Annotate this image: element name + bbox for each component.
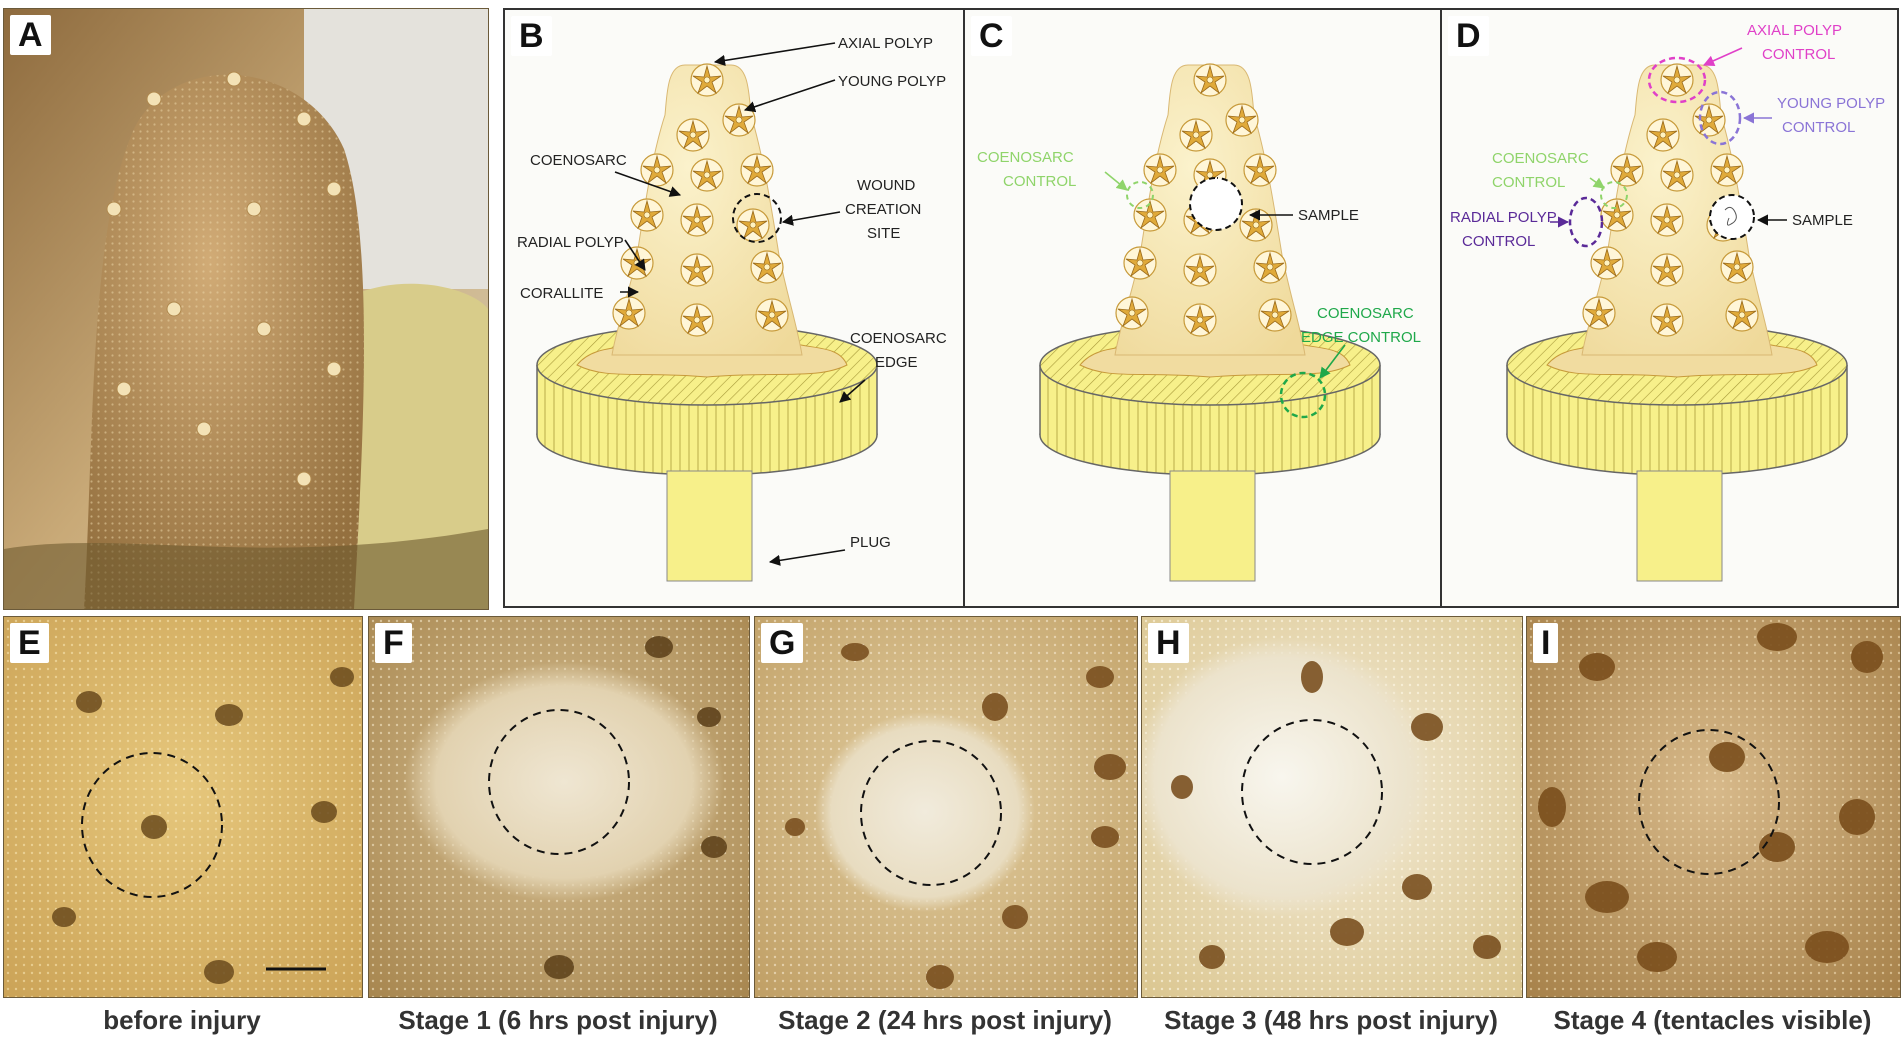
label-young-polyp: YOUNG POLYP (838, 73, 946, 90)
label-coenosarc-edge-line1: COENOSARC (850, 330, 947, 347)
coral-closeup-stage-2 (755, 617, 1137, 997)
label-corallite: CORALLITE (520, 285, 603, 302)
label-edge-control-line1: COENOSARC (1317, 305, 1414, 322)
label-axial-control-line1: AXIAL POLYP (1747, 22, 1842, 39)
caption-e: before injury (103, 1005, 261, 1035)
caption-g: Stage 2 (24 hrs post injury) (778, 1005, 1112, 1035)
panel-g-photo: G (754, 616, 1138, 998)
panel-a-photo: A (3, 8, 489, 610)
label-coenosarc: COENOSARC (530, 152, 627, 169)
label-radial-polyp: RADIAL POLYP (517, 234, 624, 251)
label-radial-control-line2: CONTROL (1462, 233, 1535, 250)
panel-h-photo: H (1141, 616, 1523, 998)
panel-e-photo: E (3, 616, 363, 998)
coral-closeup-stage-1 (369, 617, 749, 997)
coral-closeup-before-injury (4, 617, 362, 997)
label-plug: PLUG (850, 534, 891, 551)
label-radial-control-line1: RADIAL POLYP (1450, 209, 1557, 226)
label-coenosarc-edge-line2: EDGE (875, 354, 918, 371)
coral-photo-illustration (4, 9, 488, 609)
label-axial-control-line2: CONTROL (1762, 46, 1835, 63)
panel-letter: G (761, 623, 804, 663)
panel-letter: C (971, 16, 1012, 56)
panel-letter: E (10, 623, 49, 663)
label-young-control-line1: YOUNG POLYP (1777, 95, 1885, 112)
caption-f: Stage 1 (6 hrs post injury) (398, 1005, 718, 1035)
label-coenosarc-control-line1: COENOSARC (977, 149, 1074, 166)
caption-i: Stage 4 (tentacles visible) (1553, 1005, 1872, 1035)
panel-letter: B (511, 16, 552, 56)
coral-anatomy-diagram: AXIAL POLYP YOUNG POLYP COENOSARC WOUND … (517, 35, 947, 606)
panel-b-diagram: AXIAL POLYP YOUNG POLYP COENOSARC WOUND … (503, 8, 965, 608)
coral-closeup-stage-4 (1527, 617, 1900, 997)
caption-h: Stage 3 (48 hrs post injury) (1164, 1005, 1498, 1035)
sampling-sites-diagram: COENOSARC CONTROL SAMPLE COENOSARC EDGE … (977, 10, 1421, 606)
label-wound-line2: CREATION (845, 201, 921, 218)
label-edge-control-line2: EDGE CONTROL (1301, 329, 1421, 346)
panel-letter: I (1533, 623, 1559, 663)
label-coenosarc-control-line2: CONTROL (1492, 174, 1565, 191)
label-axial-polyp: AXIAL POLYP (838, 35, 933, 52)
panel-letter: H (1148, 623, 1189, 663)
label-young-control-line2: CONTROL (1782, 119, 1855, 136)
label-wound-line3: SITE (867, 225, 900, 242)
panel-f-photo: F (368, 616, 750, 998)
panel-letter: D (1448, 16, 1489, 56)
panel-letter: F (375, 623, 412, 663)
panel-c-diagram: COENOSARC CONTROL SAMPLE COENOSARC EDGE … (963, 8, 1442, 608)
panel-letter: A (10, 15, 51, 55)
panel-i-photo: I (1526, 616, 1901, 998)
label-coenosarc-control-line2: CONTROL (1003, 173, 1076, 190)
label-sample: SAMPLE (1298, 207, 1359, 224)
panel-d-diagram: AXIAL POLYP CONTROL YOUNG POLYP CONTROL … (1440, 8, 1899, 608)
coral-closeup-stage-3 (1142, 617, 1522, 997)
label-wound-line1: WOUND (857, 177, 915, 194)
control-sites-diagram: AXIAL POLYP CONTROL YOUNG POLYP CONTROL … (1450, 22, 1885, 606)
label-coenosarc-control-line1: COENOSARC (1492, 150, 1589, 167)
label-sample: SAMPLE (1792, 212, 1853, 229)
